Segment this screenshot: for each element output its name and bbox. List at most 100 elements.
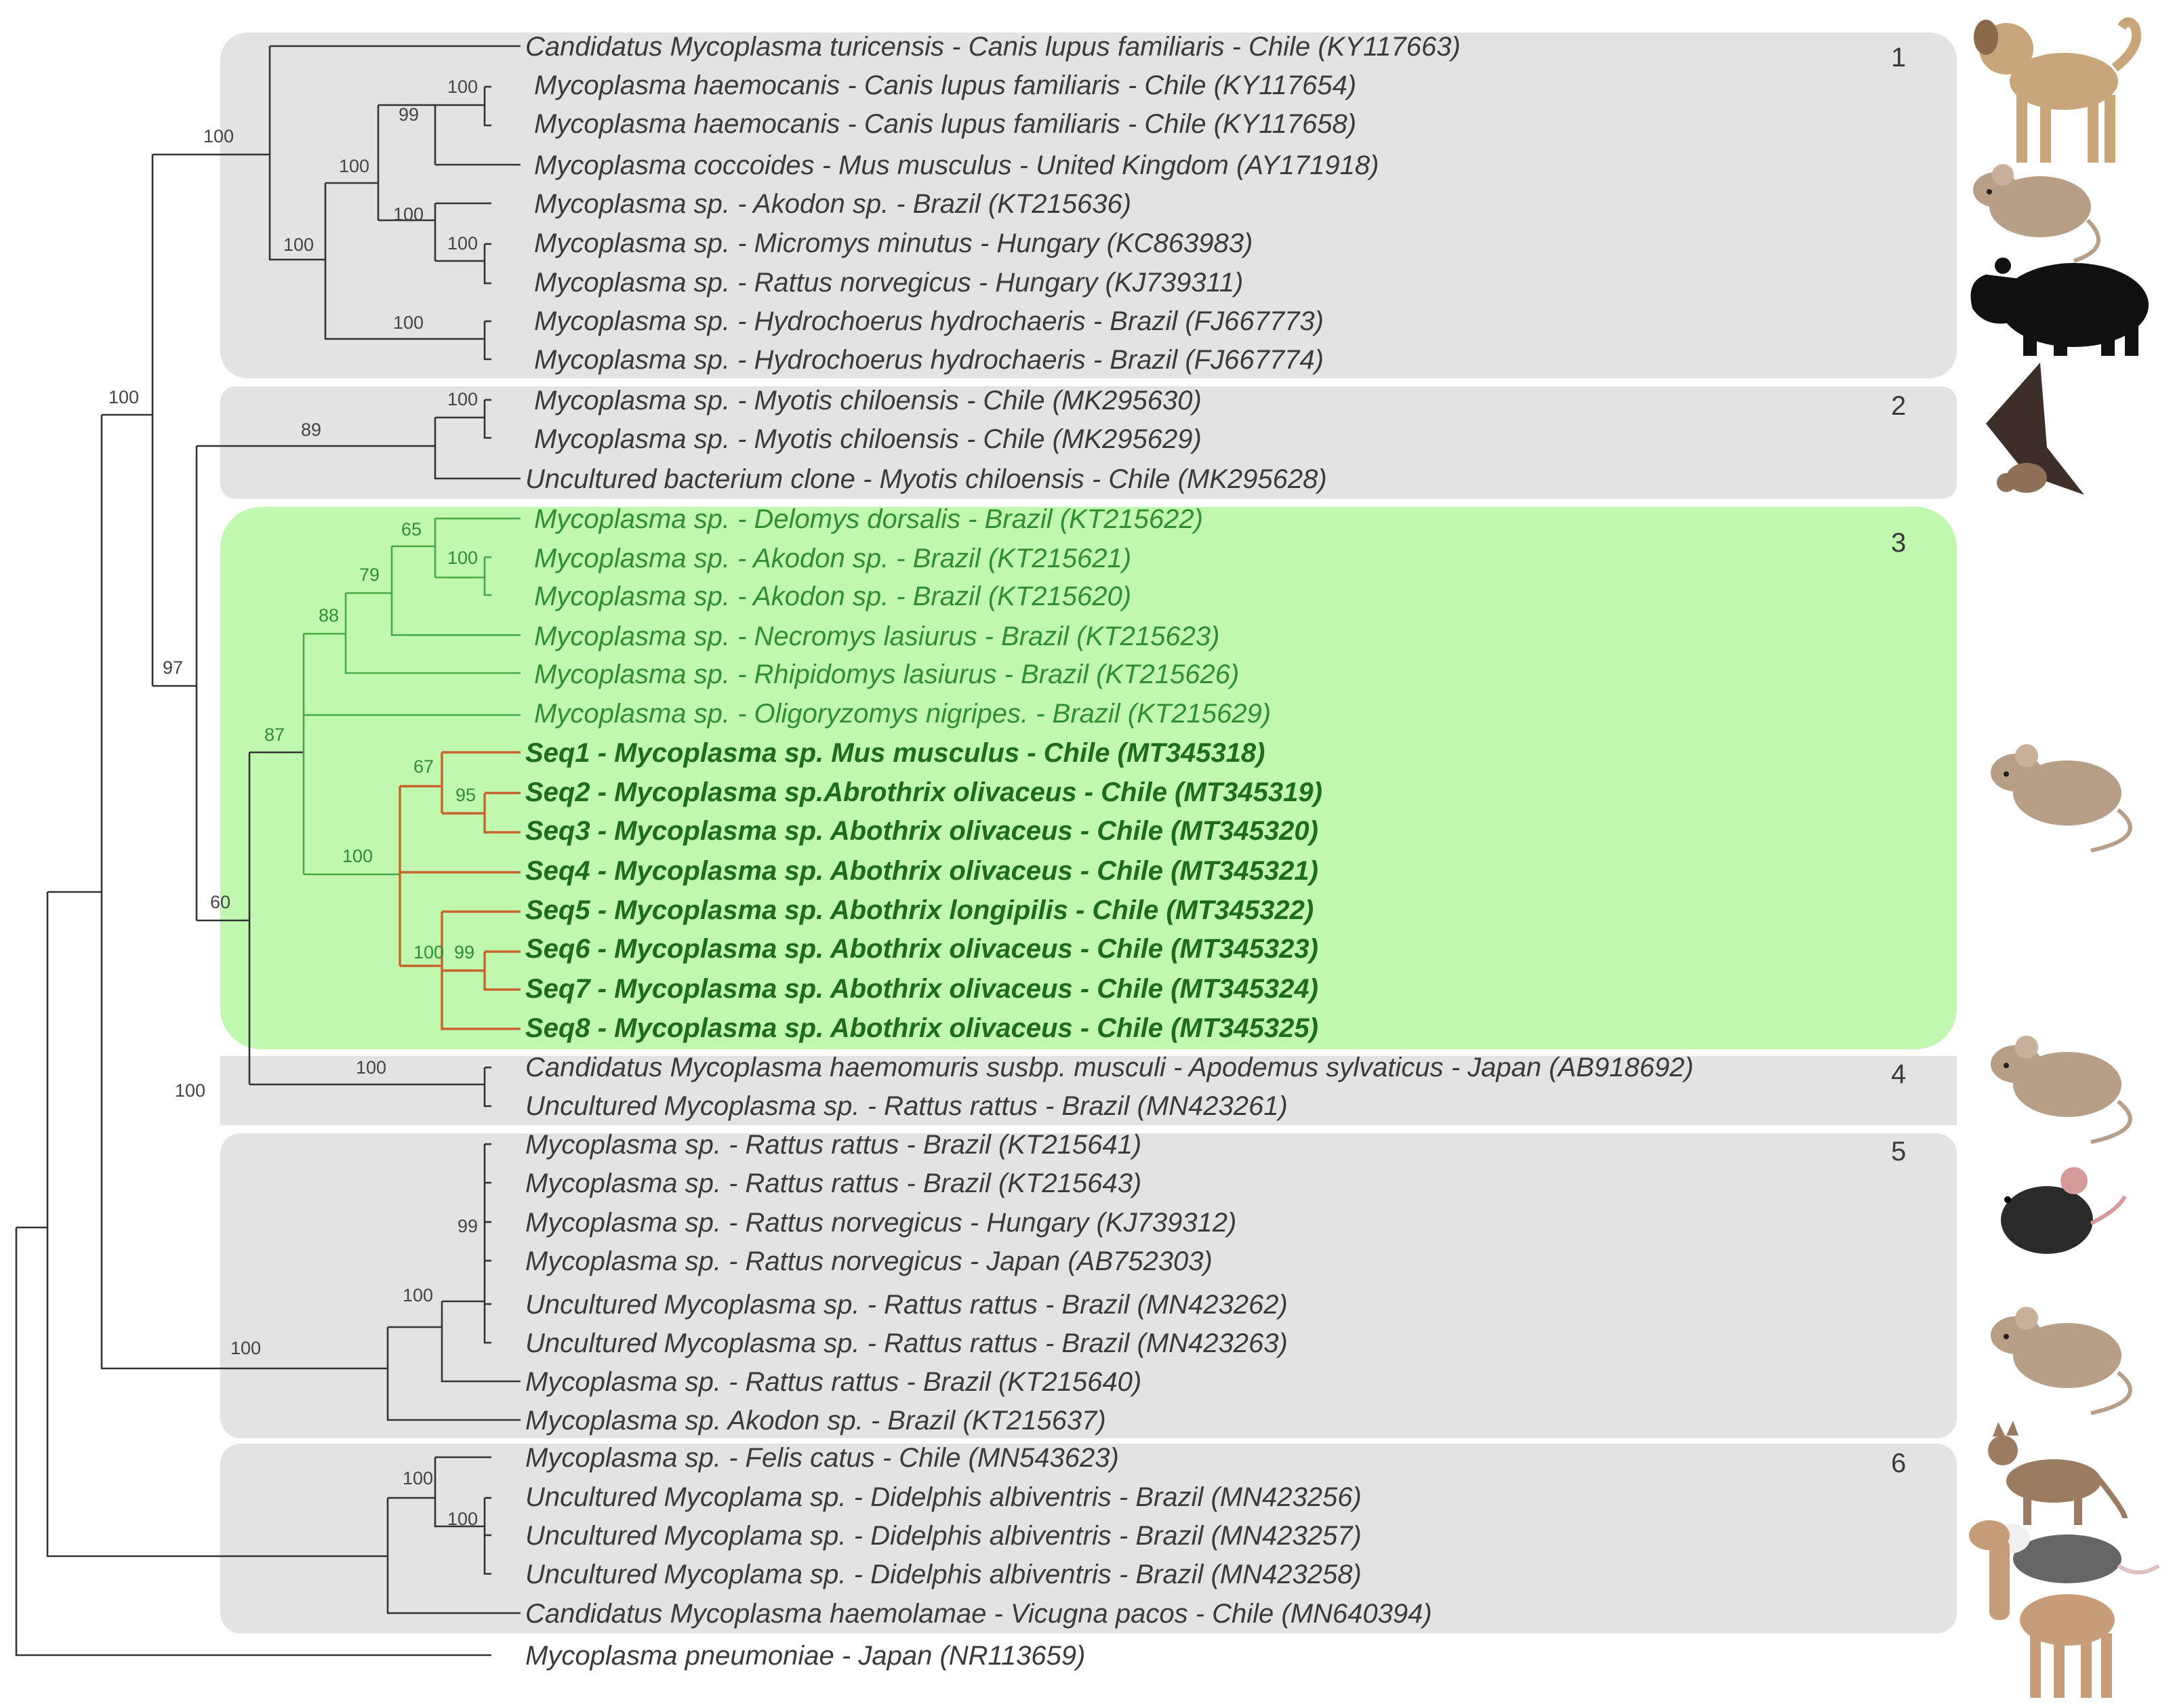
leaf-label: Mycoplasma haemocanis - Canis lupus fami… [534,109,1356,139]
support-value: 100 [447,548,478,568]
leaf-label: Uncultured Mycoplasma sp. - Rattus rattu… [525,1091,1288,1121]
clade-box-5 [220,1133,1957,1438]
leaf-label: Mycoplasma coccoides - Mus musculus - Un… [534,150,1379,180]
leaf-label-new-sequence: Seq3 - Mycoplasma sp. Abothrix olivaceus… [525,816,1318,846]
support-value: 100 [447,233,478,253]
support-value: 99 [454,942,474,962]
support-value: 100 [203,126,234,146]
host-icons [1969,17,2160,1698]
leaf-label: Mycoplasma sp. - Rattus norvegicus - Hun… [525,1208,1236,1238]
leaf-label: Mycoplasma pneumoniae - Japan (NR113659) [525,1641,1085,1671]
support-value: 60 [210,892,230,912]
leaf-label: Mycoplasma sp. - Rattus rattus - Brazil … [525,1168,1141,1198]
support-value: 79 [359,565,380,585]
tree-branches [15,45,521,1656]
support-value: 100 [230,1338,261,1358]
leaf-label-new-sequence: Seq8 - Mycoplasma sp. Abothrix olivaceus… [525,1013,1318,1043]
support-value: 99 [458,1216,478,1236]
support-value: 89 [301,420,321,440]
support-value: 100 [108,387,139,407]
leaf-labels: Candidatus Mycoplasma turicensis - Canis… [525,32,1694,1671]
leaf-label: Mycoplasma sp. - Delomys dorsalis - Braz… [534,504,1203,534]
leaf-label: Candidatus Mycoplasma turicensis - Canis… [525,32,1461,62]
clade-number-2: 2 [1891,391,1906,421]
bat-icon [1986,363,2084,495]
leaf-label: Uncultured Mycoplasma sp. - Rattus rattu… [525,1290,1288,1320]
support-value: 87 [264,725,285,745]
leaf-label-new-sequence: Seq2 - Mycoplasma sp.Abrothrix olivaceus… [525,777,1322,807]
support-value: 100 [356,1057,386,1078]
support-value: 100 [447,1509,478,1529]
leaf-label-new-sequence: Seq5 - Mycoplasma sp. Abothrix longipili… [525,895,1314,925]
leaf-label: Mycoplasma sp. - Akodon sp. - Brazil (KT… [534,582,1131,611]
support-value: 100 [447,77,478,97]
support-value: 100 [413,942,444,962]
leaf-label: Mycoplasma sp. - Necromys lasiurus - Bra… [534,622,1219,651]
mouse-icon [1991,1307,2132,1415]
leaf-label: Mycoplasma sp. Akodon sp. - Brazil (KT21… [525,1406,1106,1436]
clade-number-6: 6 [1891,1448,1906,1478]
clade-number-3: 3 [1891,528,1906,558]
support-value: 67 [413,756,434,777]
alpaca-icon [1969,1520,2115,1698]
cat-icon [1988,1421,2128,1525]
leaf-label: Mycoplasma sp. - Rhipidomys lasiurus - B… [534,659,1239,689]
dog-icon [1974,17,2141,163]
leaf-label: Uncultured Mycoplama sp. - Didelphis alb… [525,1482,1362,1512]
clade-boxes [220,33,1957,1633]
support-value: 100 [403,1285,433,1305]
support-values: 100 99 100 100 100 100 100 100 100 89 10… [108,77,478,1529]
leaf-label-new-sequence: Seq1 - Mycoplasma sp. Mus musculus - Chi… [525,738,1265,768]
clade-box-6 [220,1444,1957,1633]
leaf-label-new-sequence: Seq7 - Mycoplasma sp. Abothrix olivaceus… [525,974,1318,1004]
support-value: 95 [455,785,476,805]
leaf-label: Mycoplasma sp. - Rattus norvegicus - Hun… [534,268,1243,298]
clade-box-3 [220,507,1957,1049]
leaf-label: Mycoplasma sp. - Oligoryzomys nigripes. … [534,699,1271,729]
clade-number-4: 4 [1891,1059,1906,1089]
leaf-label: Uncultured Mycoplama sp. - Didelphis alb… [525,1521,1362,1551]
leaf-label: Mycoplasma sp. - Hydrochoerus hydrochaer… [534,306,1324,336]
leaf-label: Mycoplasma sp. - Rattus rattus - Brazil … [525,1130,1141,1160]
opossum-icon [1989,1524,2160,1583]
capybara-icon [1970,258,2149,356]
leaf-label: Uncultured Mycoplama sp. - Didelphis alb… [525,1560,1362,1589]
leaf-label: Mycoplasma sp. - Myotis chiloensis - Chi… [534,424,1202,454]
leaf-label: Mycoplasma sp. - Micromys minutus - Hung… [534,228,1253,258]
clade-box-4 [220,1056,1957,1125]
clade-box-2 [220,386,1957,499]
mouse-icon [1991,1036,2132,1144]
leaf-label: Mycoplasma sp. - Rattus rattus - Brazil … [525,1367,1141,1397]
leaf-label: Mycoplasma sp. - Hydrochoerus hydrochaer… [534,345,1324,375]
leaf-label: Mycoplasma sp. - Myotis chiloensis - Chi… [534,386,1202,415]
leaf-label: Mycoplasma sp. - Felis catus - Chile (MN… [525,1443,1119,1473]
leaf-label: Uncultured Mycoplasma sp. - Rattus rattu… [525,1328,1288,1358]
clade-number-1: 1 [1891,43,1906,73]
support-value: 100 [447,389,478,409]
mouse-icon [1991,744,2132,853]
support-value: 100 [339,156,369,176]
clade-numbers: 1 2 3 4 5 6 [1891,43,1906,1478]
leaf-label: Mycoplasma sp. - Rattus norvegicus - Jap… [525,1246,1213,1276]
support-value: 100 [283,235,314,255]
support-value: 97 [163,657,183,678]
clade-box-1 [220,33,1957,378]
support-value: 100 [175,1080,205,1101]
mouse-icon [1973,164,2100,263]
clade-number-5: 5 [1891,1137,1906,1166]
leaf-label: Uncultured bacterium clone - Myotis chil… [525,464,1327,494]
leaf-label: Candidatus Mycoplasma haemolamae - Vicug… [525,1599,1432,1629]
support-value: 88 [319,605,339,626]
leaf-label: Candidatus Mycoplasma haemomuris susbp. … [525,1053,1694,1082]
leaf-label-new-sequence: Seq4 - Mycoplasma sp. Abothrix olivaceus… [525,856,1318,886]
support-value: 100 [393,204,424,224]
support-value: 100 [393,312,424,333]
support-value: 100 [342,846,373,866]
leaf-label: Mycoplasma sp. - Akodon sp. - Brazil (KT… [534,189,1131,219]
support-value: 100 [403,1468,433,1488]
support-value: 99 [399,104,419,125]
leaf-label: Mycoplasma haemocanis - Canis lupus fami… [534,70,1356,100]
support-value: 65 [401,519,422,540]
leaf-label-new-sequence: Seq6 - Mycoplasma sp. Abothrix olivaceus… [525,934,1318,964]
